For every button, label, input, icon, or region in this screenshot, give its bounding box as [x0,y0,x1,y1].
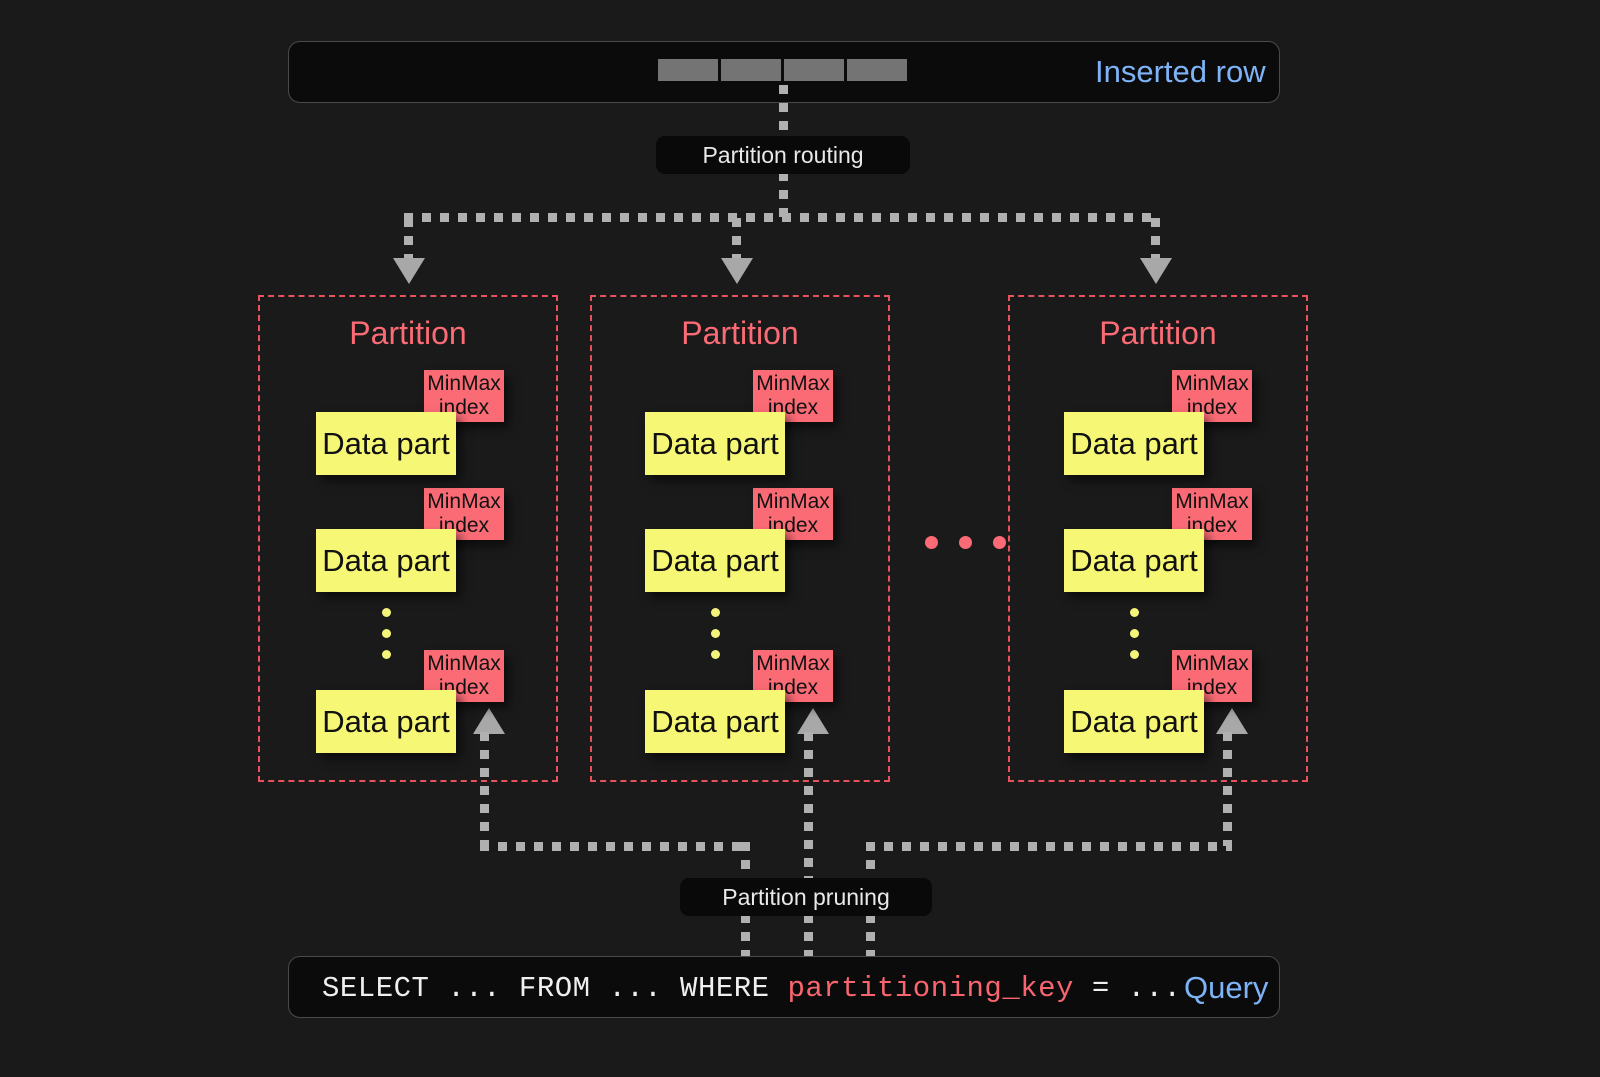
minmax-line1: MinMax [427,490,501,514]
partition-1-data-part-2: Data part [316,529,456,592]
partition-n-vertical-ellipsis [1130,608,1139,659]
query-bar [288,956,1280,1018]
pruning-bus-right [866,842,1232,851]
query-code-text: SELECT ... FROM ... WHERE partitioning_k… [322,972,1181,1005]
arrow-down-partition-1 [393,258,425,284]
connector-routing-to-bus [779,172,788,218]
arrow-up-partition-n [1216,708,1248,734]
row-cell [847,59,907,81]
query-code-suffix: = ... [1073,972,1182,1005]
row-cell [721,59,781,81]
row-cell [658,59,718,81]
partition-2-data-part-2: Data part [645,529,785,592]
partition-2-data-part-1: Data part [645,412,785,475]
partition-n-title: Partition [1099,315,1217,351]
connector-pruning-to-query-center [804,914,813,956]
connector-partition-2-to-pruning [804,732,813,896]
minmax-line1: MinMax [1175,652,1249,676]
minmax-line1: MinMax [756,490,830,514]
partition-pruning-box: Partition pruning [680,878,932,916]
partition-2-vertical-ellipsis [711,608,720,659]
partition-1-title: Partition [349,315,467,351]
query-label: Query [1184,970,1269,1005]
arrow-up-partition-2 [797,708,829,734]
minmax-line1: MinMax [427,652,501,676]
query-code-prefix: SELECT ... FROM ... WHERE [322,972,788,1005]
connector-bus-left-down-to-pruning [741,842,750,896]
connector-bus-to-partition-2 [732,218,741,262]
partition-2-data-part-3: Data part [645,690,785,753]
partition-n-data-part-2: Data part [1064,529,1204,592]
arrow-up-partition-1 [473,708,505,734]
partition-1: Partition [258,295,558,782]
partition-1-data-part-3: Data part [316,690,456,753]
partition-1-data-part-1: Data part [316,412,456,475]
query-partitioning-key: partitioning_key [787,972,1074,1005]
partition-n: Partition [1008,295,1308,782]
minmax-line1: MinMax [756,372,830,396]
connector-bus-to-partition-n [1151,218,1160,262]
inserted-row-cells [658,59,907,81]
connector-bus-to-partition-1 [404,218,413,262]
minmax-line1: MinMax [1175,490,1249,514]
connector-pruning-to-query-right [866,914,875,956]
connector-partition-1-to-pruning-bus [480,732,489,846]
connector-insert-to-routing [779,85,788,173]
partition-n-data-part-3: Data part [1064,690,1204,753]
minmax-line1: MinMax [756,652,830,676]
pruning-bus-left [480,842,750,851]
inserted-row-label: Inserted row [1095,54,1266,89]
partition-1-minmax-index-3: MinMax index [424,650,504,702]
minmax-line1: MinMax [427,372,501,396]
partition-n-minmax-index-2: MinMax index [1172,488,1252,540]
connector-pruning-to-query-left [741,914,750,956]
connector-partition-n-to-pruning-bus [1223,732,1232,846]
partition-2-title: Partition [681,315,799,351]
row-cell [784,59,844,81]
routing-fanout-bus [404,213,1160,222]
arrow-down-partition-2 [721,258,753,284]
partition-n-data-part-1: Data part [1064,412,1204,475]
partition-2: Partition [590,295,890,782]
arrow-down-partition-n [1140,258,1172,284]
partition-routing-box: Partition routing [656,136,910,174]
connector-bus-right-down-to-pruning [866,842,875,896]
partitions-ellipsis [925,536,1006,549]
minmax-line1: MinMax [1175,372,1249,396]
partition-1-vertical-ellipsis [382,608,391,659]
